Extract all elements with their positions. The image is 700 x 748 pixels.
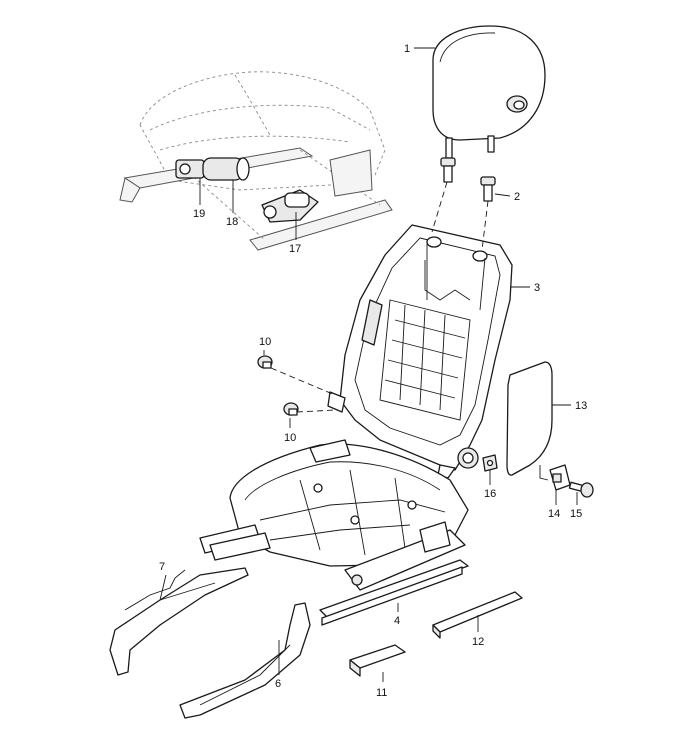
backrest-frame	[327, 224, 513, 479]
callout-18: 18	[226, 216, 238, 228]
callout-2: 2	[514, 191, 520, 203]
callout-13: 13	[575, 400, 587, 412]
leader-lines	[159, 47, 578, 682]
seat-frame	[199, 439, 469, 567]
callout-1: 1	[404, 43, 410, 55]
bracket-14	[549, 464, 571, 491]
callout-14: 14	[548, 508, 560, 520]
headrest	[432, 25, 546, 159]
motor-17	[261, 189, 319, 223]
motor-18	[202, 157, 250, 181]
long-cover	[432, 591, 523, 639]
callout-4: 4	[394, 615, 400, 627]
inset-seat-frame	[119, 71, 393, 251]
callout-6: 6	[275, 678, 281, 690]
callout-10-lower: 10	[284, 432, 296, 444]
callout-17: 17	[289, 243, 301, 255]
screw-15	[568, 481, 594, 498]
left-trim-cover	[109, 567, 249, 676]
right-trim-cover	[179, 602, 311, 719]
seat-rail	[319, 521, 469, 626]
guide-sleeve-right	[480, 176, 496, 202]
callout-3: 3	[534, 282, 540, 294]
guide-sleeve-left	[440, 157, 456, 183]
callout-19: 19	[193, 208, 205, 220]
callout-15: 15	[570, 508, 582, 520]
bolt-10-upper	[257, 355, 273, 369]
callout-10-upper: 10	[259, 336, 271, 348]
small-cover	[349, 644, 406, 677]
callout-11: 11	[376, 687, 387, 699]
motor-19	[175, 159, 205, 179]
callout-16: 16	[484, 488, 496, 500]
clip-16	[482, 454, 498, 472]
back-panel	[506, 361, 553, 481]
callout-7: 7	[159, 561, 165, 573]
callout-labels: 1 2 3 4 6 7 10 10 11 12 13 14 15 16 17 1…	[159, 43, 587, 699]
callout-12: 12	[472, 636, 484, 648]
bolt-10-lower	[283, 402, 299, 416]
